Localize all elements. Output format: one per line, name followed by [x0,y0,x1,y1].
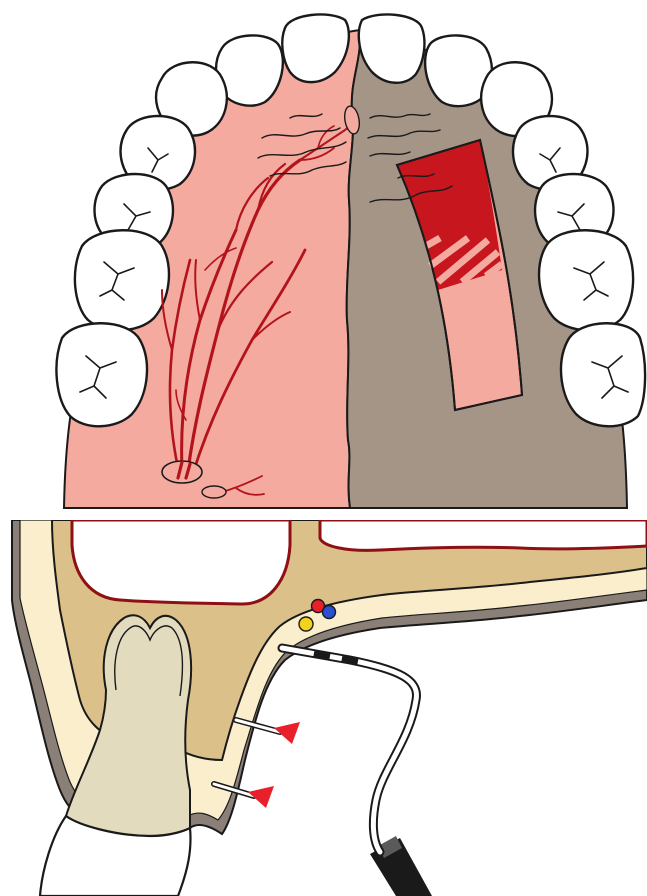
palate-cross-section-view [0,520,647,896]
nerve-dot [299,617,313,631]
second-molar-left [56,323,147,426]
probe-shaft [282,648,416,852]
sinus-cavity-left [72,520,290,604]
second-molar-right [561,323,645,426]
vein-dot [323,606,336,619]
palate-occlusal-view [0,0,647,510]
periodontal-probe [282,648,432,896]
first-molar-left [75,230,169,330]
first-molar-right [539,230,633,330]
nasal-cavity-right [320,520,647,550]
lesser-palatine-foramen [202,486,226,498]
